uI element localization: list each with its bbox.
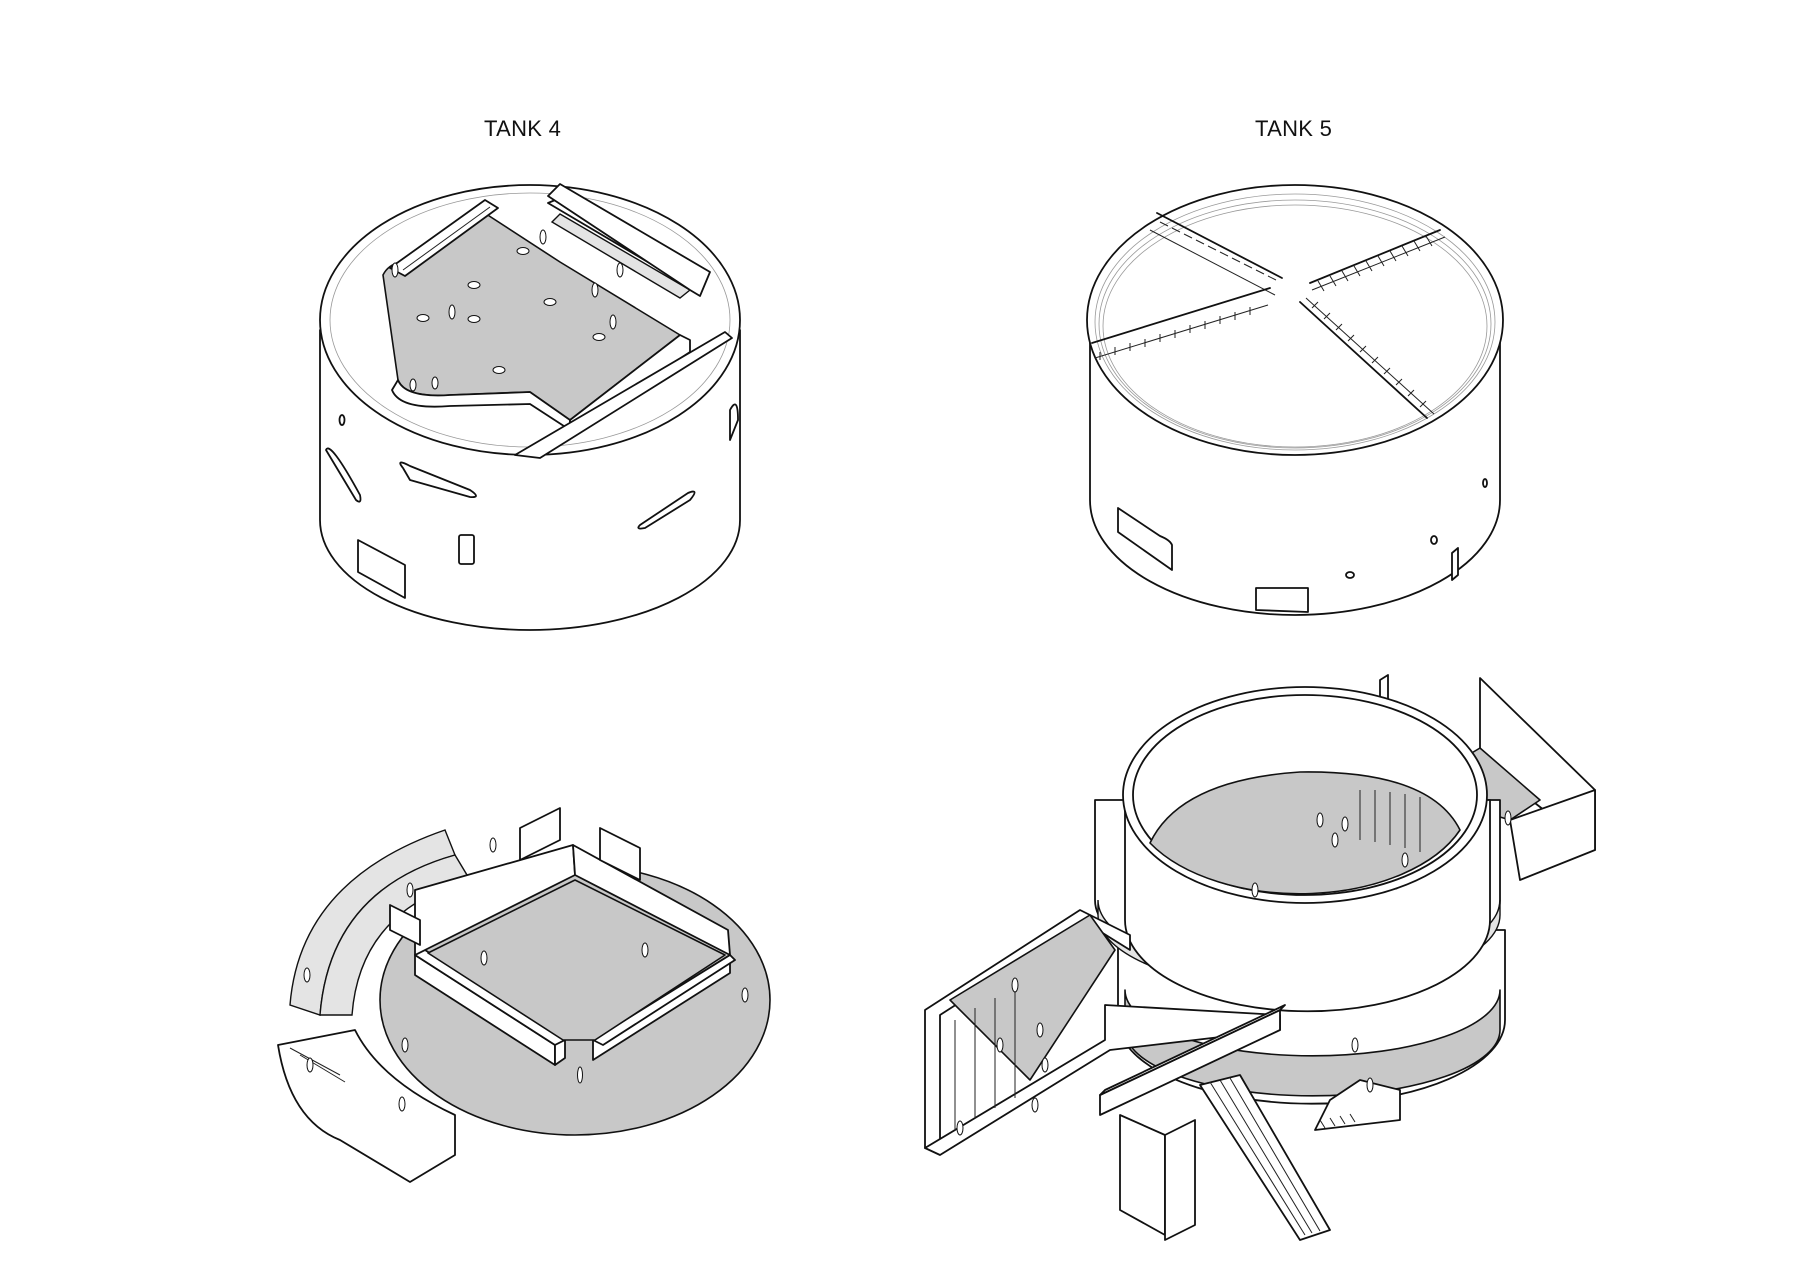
tank-5-title: TANK 5 xyxy=(1255,116,1333,141)
radial-stair-se xyxy=(1299,297,1435,419)
tank-4-interior xyxy=(277,807,771,1183)
tank-5-exterior xyxy=(1086,184,1504,616)
tank-5-interior xyxy=(924,674,1596,1241)
radial-stair-ne xyxy=(1309,229,1446,292)
tank-4-exterior xyxy=(319,183,741,631)
radial-stair-nw xyxy=(1149,212,1283,296)
radial-stair-sw xyxy=(1091,287,1271,360)
tank-4-title: TANK 4 xyxy=(484,116,562,141)
